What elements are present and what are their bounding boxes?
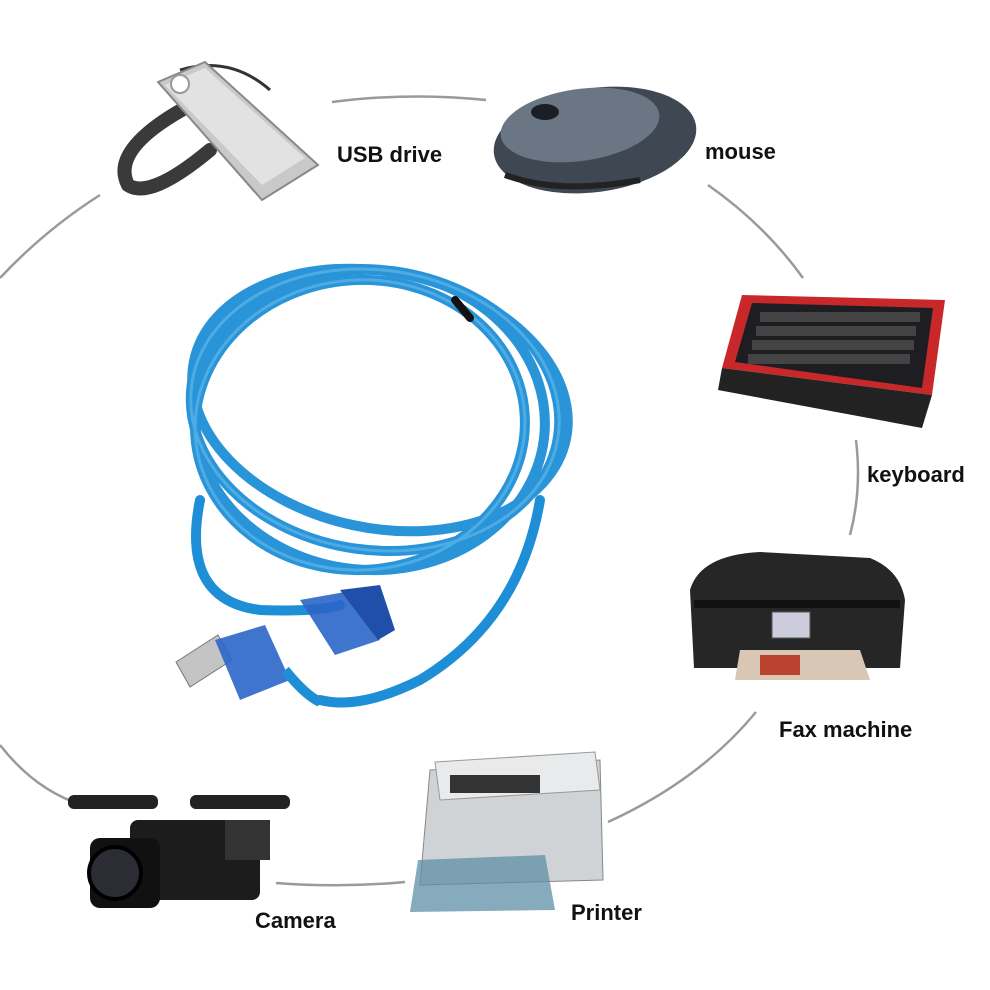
usb-male-connector (175, 625, 323, 707)
connector-line (331, 95, 487, 104)
label-mouse: mouse (705, 139, 776, 164)
connector-line (0, 744, 83, 807)
label-fax-machine: Fax machine (779, 717, 913, 742)
printer-image (410, 751, 604, 912)
connector-line (275, 880, 406, 887)
connector-line (848, 439, 860, 536)
connector-line (607, 711, 757, 824)
usb-drive-image (117, 60, 320, 202)
keyboard-image (718, 295, 945, 428)
connector-line (707, 183, 805, 279)
usb-female-connector (300, 585, 395, 655)
mouse-image (493, 86, 697, 194)
camera-image (68, 795, 290, 908)
label-camera: Camera (255, 908, 336, 933)
label-usb-drive: USB drive (337, 142, 443, 167)
connector-line (0, 193, 101, 279)
label-keyboard: keyboard (867, 462, 965, 487)
fax-machine-image (690, 552, 905, 680)
label-printer: Printer (571, 900, 642, 925)
usb-extension-cable-image (185, 263, 573, 708)
connector-lines (0, 95, 860, 887)
